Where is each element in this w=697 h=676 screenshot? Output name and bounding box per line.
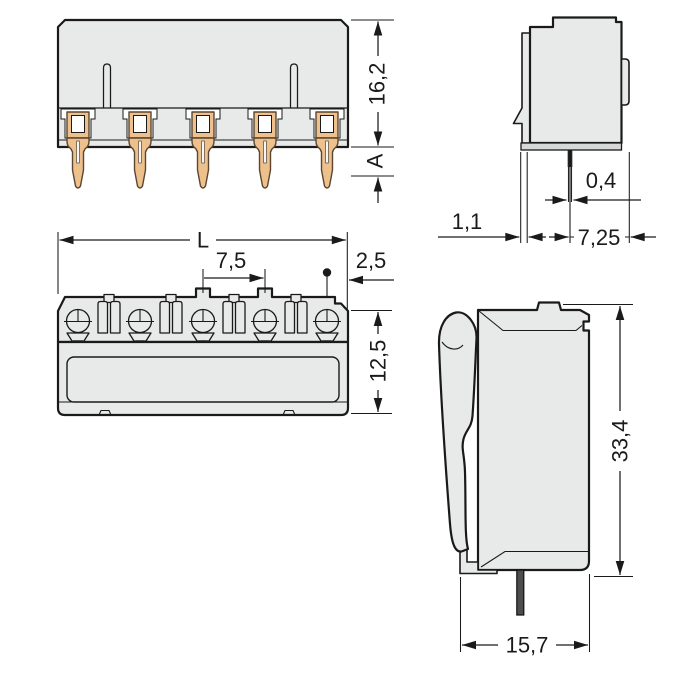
dimension-lower-height: 12,5 [351, 309, 392, 415]
side-top-housing-body [528, 16, 623, 145]
solder-pin [247, 108, 283, 189]
solder-pin [309, 108, 345, 189]
dim-ledge-label: 1,1 [452, 209, 483, 234]
dimension-side-width: 15,7 [459, 574, 591, 658]
release-lever [437, 311, 478, 553]
dim-pin-length-label: A [363, 153, 388, 168]
bottom-front-view: L 7,5 2,5 12,5 [56, 228, 394, 417]
side-lever-view: 33,4 15,7 [437, 301, 633, 658]
side-housing-body [476, 301, 591, 572]
dim-lower-height-label: 12,5 [366, 340, 391, 383]
side-top-right-rail [620, 58, 630, 106]
dimension-total-length: L [57, 228, 348, 309]
front-view: 16,2 A [56, 18, 394, 203]
dim-pitch-label: 7,5 [216, 248, 247, 273]
side-top-view: 0,4 1,1 7,25 [438, 16, 656, 250]
dimension-pin-width: 0,4 [545, 168, 641, 205]
lever-knob-contour [441, 341, 464, 350]
dimension-total-height: 33,4 [563, 303, 633, 578]
side-top-solder-pin [567, 150, 573, 243]
dimension-pitch: 7,5 [202, 248, 266, 293]
datum-dot [322, 268, 332, 297]
mating-face-contour-top [478, 310, 583, 332]
dimension-end-offset: 2,5 [349, 248, 394, 285]
side-top-bottom-band [520, 142, 623, 151]
dimension-depth-top: 7,25 [549, 152, 656, 250]
dim-front-height-label: 16,2 [365, 63, 390, 106]
solder-pin [185, 108, 221, 189]
mating-face-contour-bottom [480, 550, 588, 568]
dimension-ledge: 1,1 [438, 152, 546, 243]
lower-housing [56, 340, 350, 417]
coding-slot-left [102, 63, 112, 108]
dimension-pin-length-a: A [351, 153, 394, 203]
dim-total-length-label: L [197, 228, 209, 253]
dim-side-width-label: 15,7 [506, 633, 549, 658]
dim-pin-width-label: 0,4 [586, 168, 617, 193]
dim-depth-top-label: 7,25 [578, 225, 621, 250]
side-top-left-ledge [512, 32, 531, 144]
lever-foot [459, 548, 498, 575]
solder-pin [122, 108, 158, 189]
dim-end-offset-label: 2,5 [356, 248, 387, 273]
coding-slot-right [289, 63, 299, 108]
dim-total-height-label: 33,4 [608, 420, 633, 463]
dimension-front-height: 16,2 [351, 19, 394, 148]
solder-pin [60, 108, 96, 189]
side-solder-pin [516, 569, 525, 616]
foot-marks [98, 409, 296, 416]
